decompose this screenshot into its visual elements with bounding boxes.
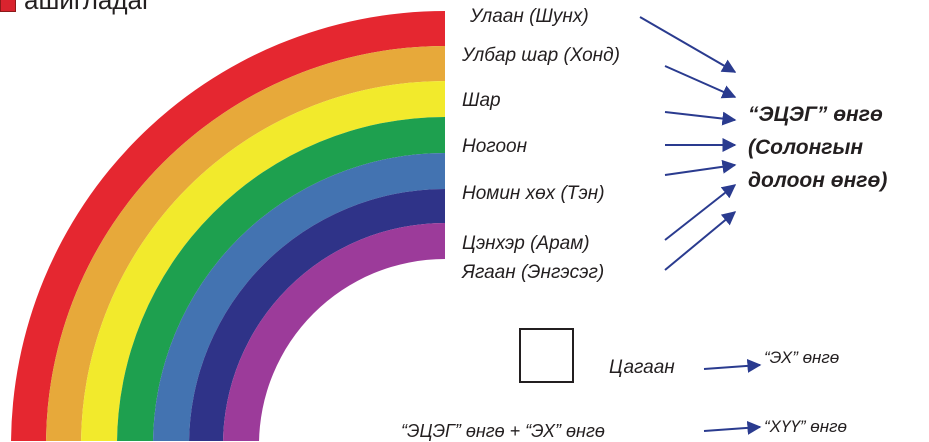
- arrow-mix: [703, 420, 762, 435]
- rainbow-band-violet: [223, 223, 445, 441]
- rainbow-band-red: [11, 11, 445, 441]
- label-indigo: Цэнхэр (Арам): [462, 233, 590, 254]
- rainbow-band-green: [117, 117, 445, 441]
- label-white: Цагаан: [609, 357, 675, 378]
- label-green: Ногоон: [462, 136, 528, 157]
- arrow-yellow: [664, 111, 737, 126]
- son-color-label: “ХҮҮ” өнгө: [764, 417, 847, 436]
- rainbow-band-indigo: [189, 189, 445, 441]
- arrow-blue: [664, 159, 737, 176]
- white-color-swatch: [519, 328, 574, 383]
- mix-formula: “ЭЦЭГ” өнгө + “ЭХ” өнгө: [401, 421, 605, 441]
- label-red: Улаан (Шунх): [470, 6, 589, 27]
- arrow-white: [703, 358, 762, 373]
- father-color-subtitle-1: (Солонгын: [748, 136, 864, 159]
- label-orange: Улбар шар (Хонд): [462, 45, 620, 66]
- arrow-red: [639, 16, 737, 73]
- header-icon: [0, 0, 16, 12]
- rainbow-band-yellow: [81, 81, 445, 441]
- label-yellow: Шар: [462, 90, 501, 111]
- label-blue: Номин хөх (Тэн): [462, 183, 605, 204]
- label-violet: Ягаан (Энгэсэг): [462, 262, 605, 283]
- arrows-group: [639, 16, 762, 435]
- rainbow-band-orange: [46, 46, 445, 441]
- arrow-violet: [664, 211, 737, 271]
- arrow-orange: [664, 65, 737, 99]
- father-color-title: “ЭЦЭГ” өнгө: [748, 103, 883, 126]
- arrow-indigo: [664, 184, 737, 241]
- header-text: ашигладаг: [24, 0, 152, 15]
- rainbow-band-blue: [153, 153, 445, 441]
- father-color-subtitle-2: долоон өнгө): [748, 169, 888, 192]
- mother-color-label: “ЭХ” өнгө: [764, 348, 840, 367]
